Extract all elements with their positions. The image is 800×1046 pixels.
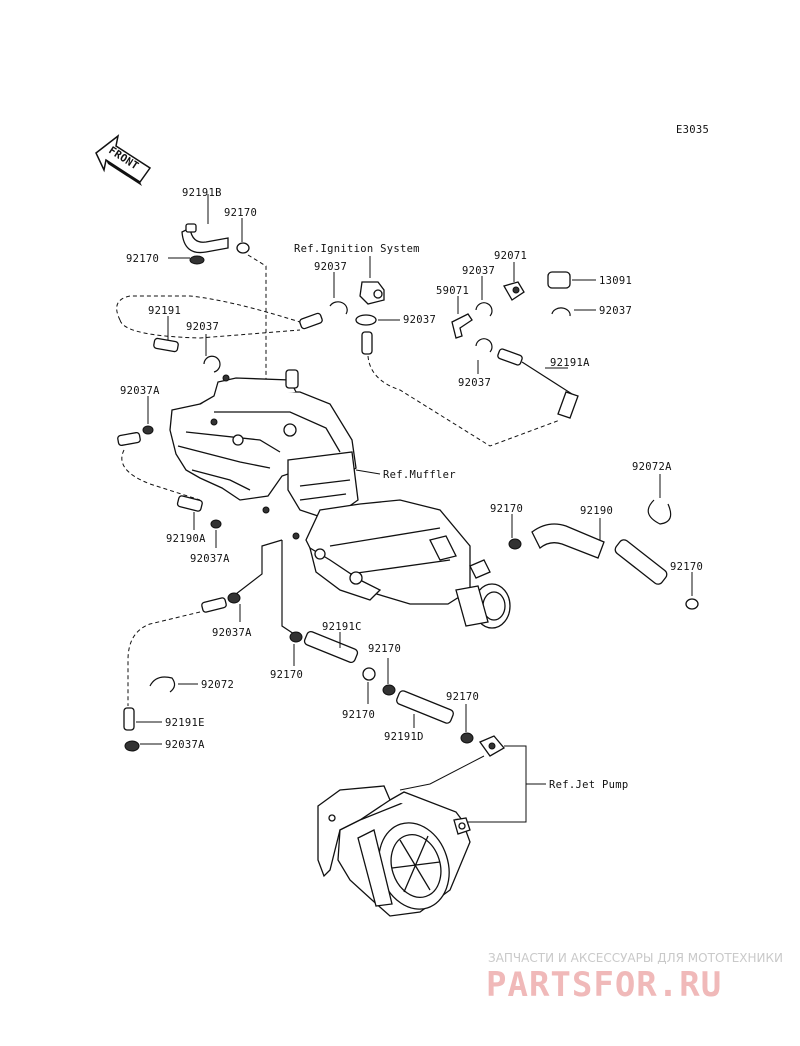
diagram-code: E3035 [676,124,709,136]
hose-92191e [123,707,135,731]
fitting-92071 [503,281,525,301]
hose-92191c [303,630,359,664]
label-92037-a: 92037 [314,261,347,273]
label-59071: 59071 [436,285,469,297]
hose-short [299,312,323,330]
label-92071: 92071 [494,250,527,262]
clamp-92037-d [203,355,221,373]
fitting-outlet [469,559,491,579]
hose-left-short [117,431,141,447]
clamp-92037-c [551,307,571,317]
label-92170-b: 92170 [126,253,159,265]
label-92191E: 92191E [165,717,205,729]
label-92191D: 92191D [384,731,424,743]
fitting-ignition [359,281,385,305]
leader-line [399,755,485,791]
label-92191B: 92191B [182,187,222,199]
hose-92191b [181,223,229,254]
hose-mid-left [201,597,227,613]
clamp-92037a-a [142,425,154,435]
watermark-subtitle: ЗАПЧАСТИ И АКСЕССУАРЫ ДЛЯ МОТОТЕХНИКИ [488,951,783,965]
label-92037A-d: 92037A [165,739,205,751]
clamp-92170-d [685,598,699,610]
clamp-92072 [149,676,176,693]
label-92037A-b: 92037A [190,553,230,565]
label-13091: 13091 [599,275,632,287]
label-92170-h: 92170 [446,691,479,703]
clamp-92037-b [475,302,493,317]
label-92170-c: 92170 [490,503,523,515]
hose-92190 [531,523,668,585]
label-92037-b: 92037 [462,265,495,277]
label-92170-d: 92170 [670,561,703,573]
label-92170-f: 92170 [342,709,375,721]
hose-route [127,611,201,706]
label-92072A: 92072A [632,461,672,473]
leader-line [355,469,381,475]
label-92190: 92190 [580,505,613,517]
clamp-92170-c [508,538,522,550]
hose-route [116,295,301,323]
hose-92190a [176,495,203,512]
label-92037-c: 92037 [599,305,632,317]
clamp-92170-left [189,255,205,265]
hose-route [119,319,301,339]
clamp-92170-e [289,631,303,643]
ref-muffler: Ref.Muffler [383,469,456,481]
clamp-92170-h [460,732,474,744]
ref-jet-pump: Ref.Jet Pump [549,779,628,791]
label-92191: 92191 [148,305,181,317]
hose-route [121,449,201,501]
clamp-92037-e [355,314,377,326]
watermark-brand: PARTSFOR.RU [486,965,722,1005]
label-92037-d: 92037 [186,321,219,333]
label-92191A: 92191A [550,357,590,369]
hose-ignition [361,331,373,355]
label-92072: 92072 [201,679,234,691]
hose-92191 [153,337,179,353]
hose-route [281,540,295,635]
label-92037-f: 92037 [458,377,491,389]
clamp-92072a [647,499,672,525]
ref-ignition-system: Ref.Ignition System [294,243,420,255]
hose-route [235,539,283,595]
label-92037A-a: 92037A [120,385,160,397]
jet-pump [317,785,471,917]
joint-59071 [451,313,473,339]
label-92170-g: 92170 [368,643,401,655]
hose-92191a [497,348,579,419]
front-arrow-icon: FRONT [95,134,152,186]
label-92191C: 92191C [322,621,362,633]
bracket-line [466,745,527,823]
clamp-92037a-b [210,519,222,529]
cap-13091 [547,271,571,289]
clamp-92170-top [236,242,250,254]
clamp-92170-g [382,684,396,696]
clamp-92037-f [475,338,493,353]
clamp-92170-f [362,667,376,681]
muffler [287,451,511,629]
label-92037-e: 92037 [403,314,436,326]
hose-route [367,355,561,447]
label-92190A: 92190A [166,533,206,545]
label-92170-a: 92170 [224,207,257,219]
fitting-jet-pump [479,735,505,757]
clamp-92037-a [329,301,348,315]
exhaust-manifold [169,369,357,540]
clamp-92037a-d [124,740,140,752]
hose-92191d [396,690,454,724]
hose-route [521,361,573,395]
clamp-92037a-c [227,592,241,604]
hose-route [247,254,267,380]
label-92170-e: 92170 [270,669,303,681]
watermark: ЗАПЧАСТИ И АКСЕССУАРЫ ДЛЯ МОТОТЕХНИКИ PA… [486,951,783,1005]
label-92037A-c: 92037A [212,627,252,639]
